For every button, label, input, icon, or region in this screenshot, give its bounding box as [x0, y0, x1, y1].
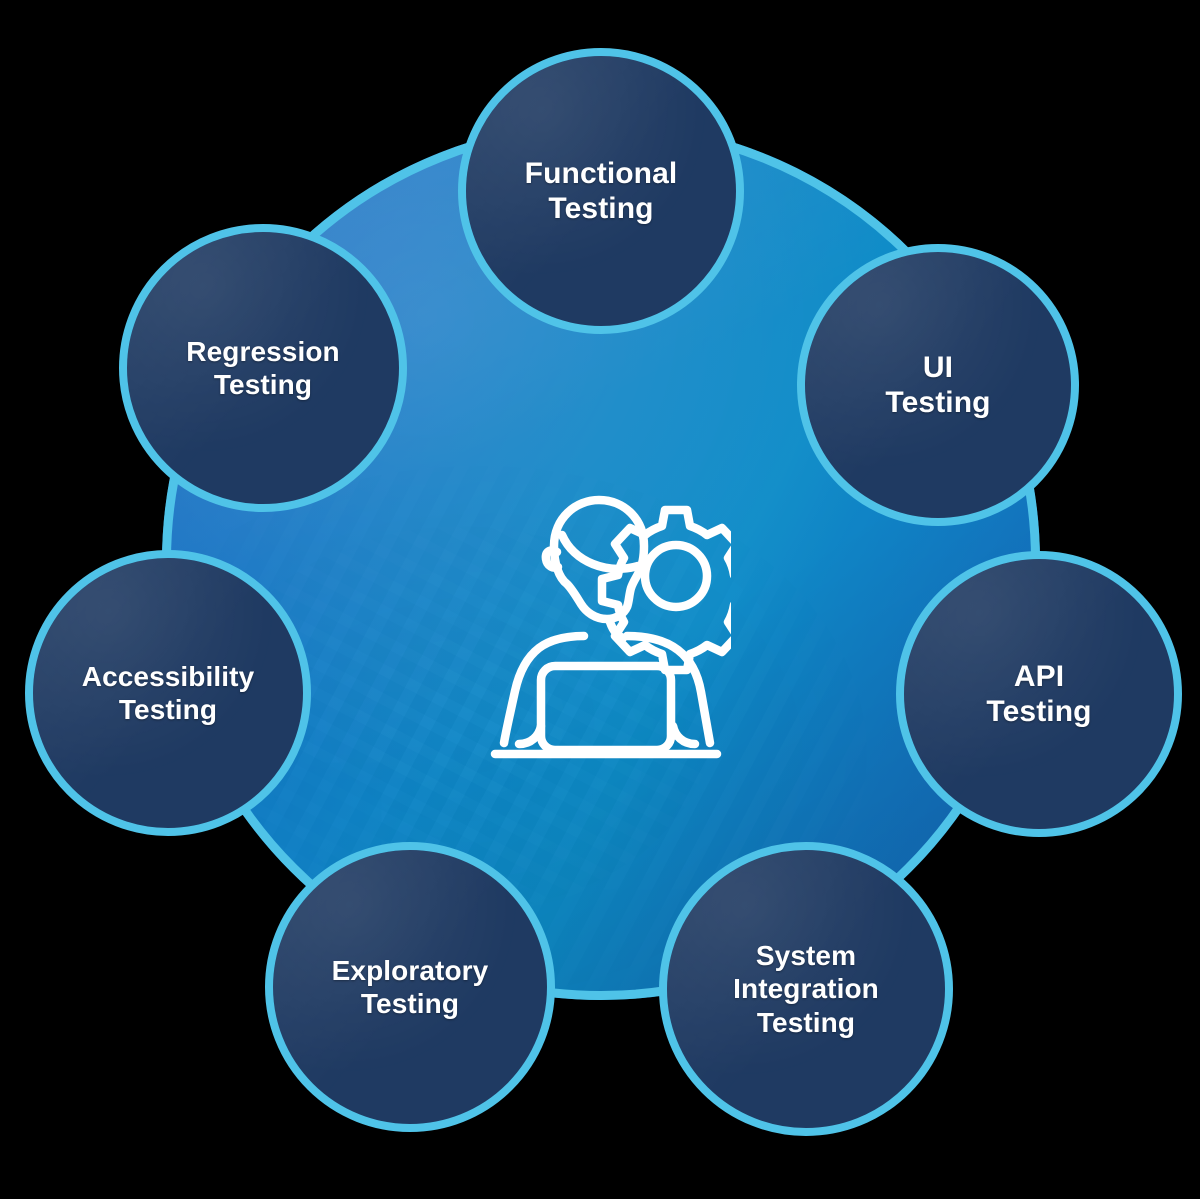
node-label-accessibility-testing: Accessibility Testing: [81, 660, 255, 725]
node-api-testing[interactable]: API Testing: [896, 551, 1182, 837]
node-functional-testing[interactable]: Functional Testing: [458, 48, 744, 334]
node-accessibility-testing[interactable]: Accessibility Testing: [25, 550, 311, 836]
node-label-functional-testing: Functional Testing: [524, 156, 678, 225]
node-label-ui-testing: UI Testing: [885, 350, 991, 419]
node-label-system-integration-testing: System Integration Testing: [733, 940, 879, 1038]
node-system-integration-testing[interactable]: System Integration Testing: [659, 842, 953, 1136]
node-exploratory-testing[interactable]: Exploratory Testing: [265, 842, 555, 1132]
node-label-exploratory-testing: Exploratory Testing: [331, 954, 489, 1019]
node-regression-testing[interactable]: Regression Testing: [119, 224, 407, 512]
node-label-api-testing: API Testing: [986, 659, 1092, 728]
node-ui-testing[interactable]: UI Testing: [797, 244, 1079, 526]
node-label-regression-testing: Regression Testing: [186, 335, 340, 400]
person-at-laptop-with-gear-icon: [479, 486, 731, 766]
